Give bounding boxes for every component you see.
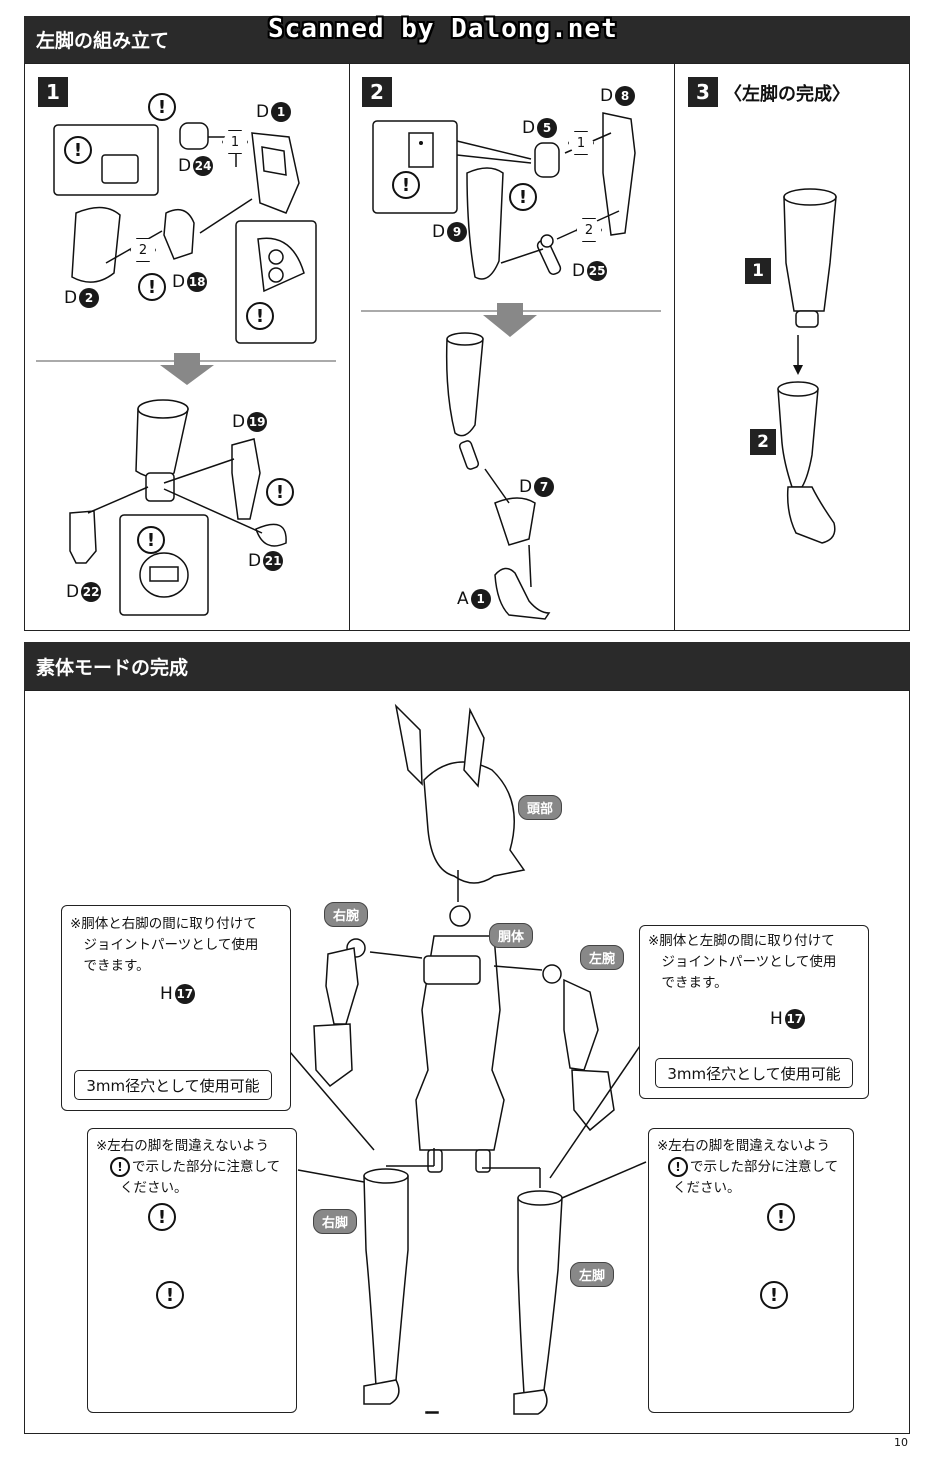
step-number-2: 2	[362, 77, 392, 107]
page-number: 10	[894, 1436, 908, 1449]
note-legs-line1: ※左右の脚を間違えないよう	[657, 1138, 831, 1154]
label-left-leg: 左脚	[570, 1262, 615, 1287]
label-head: 頭部	[518, 795, 563, 820]
step-2-diagram	[361, 112, 661, 620]
hole-usage-right: 3mm径穴として使用可能	[74, 1070, 272, 1100]
subpart-number-1: 1	[745, 258, 771, 284]
warning-icon: !	[110, 1157, 130, 1177]
step-number-1: 1	[38, 77, 68, 107]
note-legs-line2: で示した部分に注意して	[690, 1159, 839, 1175]
note-legs-line3: ください。	[120, 1180, 188, 1196]
body-mode-panel	[24, 690, 910, 1434]
warning-icon: !	[392, 171, 420, 199]
note-legs-line1: ※左右の脚を間違えないよう	[96, 1138, 270, 1154]
warning-icon: !	[148, 1203, 176, 1231]
section-title: 素体モードの完成	[36, 656, 189, 679]
warning-icon: !	[246, 302, 274, 330]
note-right-joint: ※胴体と右脚の間に取り付けて ジョイントパーツとして使用 できます。	[70, 916, 259, 974]
step-3-diagram	[777, 188, 837, 544]
label-right-leg: 右脚	[313, 1209, 358, 1234]
section-header-body-mode: 素体モードの完成	[24, 642, 910, 690]
warning-icon: !	[668, 1157, 688, 1177]
warning-icon: !	[266, 478, 294, 506]
warning-icon: !	[509, 183, 537, 211]
hole-usage-left: 3mm径穴として使用可能	[655, 1058, 853, 1088]
warning-icon: !	[156, 1281, 184, 1309]
step-panel-3	[674, 63, 910, 631]
warning-icon: !	[760, 1281, 788, 1309]
label-right-arm: 右腕	[324, 902, 369, 927]
note-legs-line2: で示した部分に注意して	[132, 1159, 281, 1175]
watermark: Scanned by Dalong.net	[268, 14, 618, 44]
warning-icon: !	[137, 526, 165, 554]
warning-icon: !	[138, 273, 166, 301]
note-legs-line3: ください。	[673, 1180, 741, 1196]
warning-icon: !	[767, 1203, 795, 1231]
section-title: 左脚の組み立て	[36, 30, 170, 52]
step-3-title: 〈左脚の完成〉	[724, 84, 850, 105]
subpart-number-2: 2	[750, 429, 776, 455]
warning-icon: !	[148, 93, 176, 121]
warning-icon: !	[64, 136, 92, 164]
label-torso: 胴体	[489, 923, 534, 948]
label-left-arm: 左腕	[580, 945, 625, 970]
step-number-3: 3	[688, 77, 718, 107]
note-left-joint: ※胴体と左脚の間に取り付けて ジョイントパーツとして使用 できます。	[648, 933, 837, 991]
section-header-left-leg: 左脚の組み立て	[24, 16, 910, 63]
